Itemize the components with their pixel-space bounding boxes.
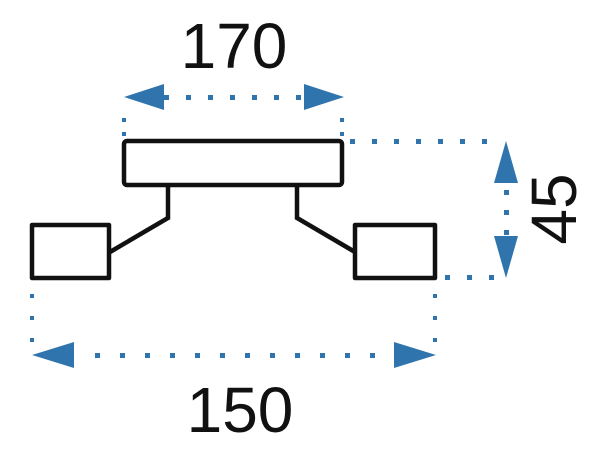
height-dots <box>350 139 509 280</box>
top-width-dimension: 170 <box>122 10 344 136</box>
ceiling-base-plate <box>121 138 345 188</box>
bottom-width-left-arrow <box>32 342 74 368</box>
top-width-left-arrow <box>124 84 164 110</box>
top-width-right-arrow <box>304 84 344 110</box>
left-arm <box>108 187 171 254</box>
top-width-dots <box>122 95 344 136</box>
height-dimension: 45 <box>350 139 590 280</box>
right-arm <box>294 187 357 254</box>
top-width-label: 170 <box>181 10 288 82</box>
bottom-width-right-arrow <box>394 342 436 368</box>
lamp-drawing <box>29 138 438 281</box>
bottom-width-label: 150 <box>187 374 294 446</box>
height-top-arrow <box>494 141 518 183</box>
bottom-width-dots <box>30 294 437 358</box>
bottom-width-dimension: 150 <box>30 294 437 446</box>
left-spot-head <box>29 222 112 281</box>
height-bottom-arrow <box>494 236 518 278</box>
right-spot-head <box>352 222 438 281</box>
height-label: 45 <box>518 173 590 244</box>
